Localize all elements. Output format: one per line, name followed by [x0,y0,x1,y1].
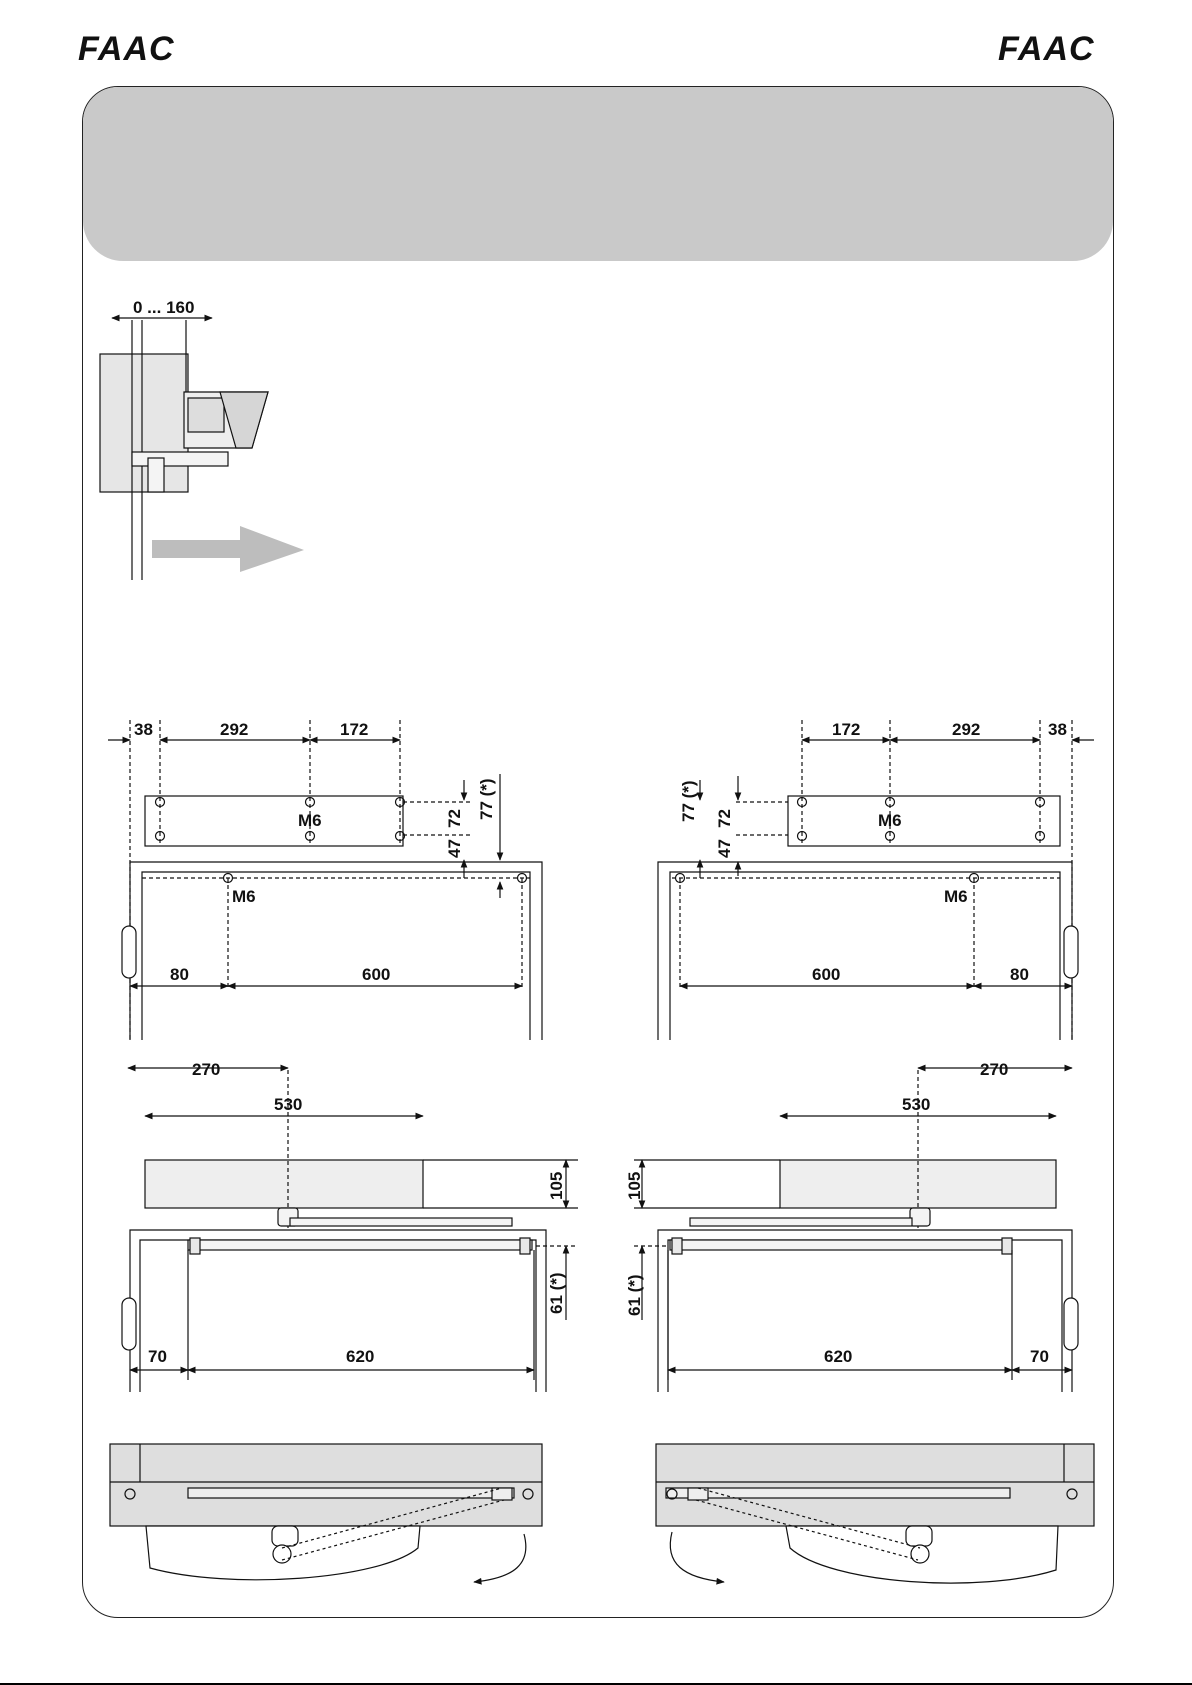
top-view-right-diagram [656,1444,1094,1583]
psl-d70: 70 [148,1347,167,1366]
pl-d172: 172 [340,720,368,739]
pr-d38: 38 [1048,720,1067,739]
psl-d620: 620 [346,1347,374,1366]
pr-d292: 292 [952,720,980,739]
pl-v77: 77 (*) [477,778,496,820]
psl-h105: 105 [547,1172,566,1200]
psl-d270: 270 [192,1060,220,1079]
pr-v77: 77 (*) [679,780,698,822]
pl-d600: 600 [362,965,390,984]
pl-thread-door: M6 [232,887,256,906]
side-view-diagram [100,318,304,580]
pl-v72: 72 [445,809,464,828]
pl-d80: 80 [170,965,189,984]
pr-v72: 72 [715,809,734,828]
pull-left-diagram [108,720,542,1040]
pr-thread-door: M6 [944,887,968,906]
pr-d600: 600 [812,965,840,984]
pl-v47: 47 [445,839,464,858]
pr-v47: 47 [715,839,734,858]
pl-d292: 292 [220,720,248,739]
pr-d80: 80 [1010,965,1029,984]
pl-thread-plate: M6 [298,811,322,830]
psl-d530: 530 [274,1095,302,1114]
top-view-left-diagram [110,1444,542,1582]
psr-d70: 70 [1030,1347,1049,1366]
psr-d530: 530 [902,1095,930,1114]
pr-thread-plate: M6 [878,811,902,830]
psr-h105: 105 [625,1172,644,1200]
psl-h61: 61 (*) [547,1272,566,1314]
psr-h61: 61 (*) [625,1274,644,1316]
push-left-diagram [122,1068,578,1392]
psr-d270: 270 [980,1060,1008,1079]
psr-d620: 620 [824,1347,852,1366]
pl-d38: 38 [134,720,153,739]
pull-right-diagram [658,720,1094,1040]
side-range-label: 0 ... 160 [133,298,194,317]
push-right-diagram [634,1068,1078,1392]
pr-d172: 172 [832,720,860,739]
